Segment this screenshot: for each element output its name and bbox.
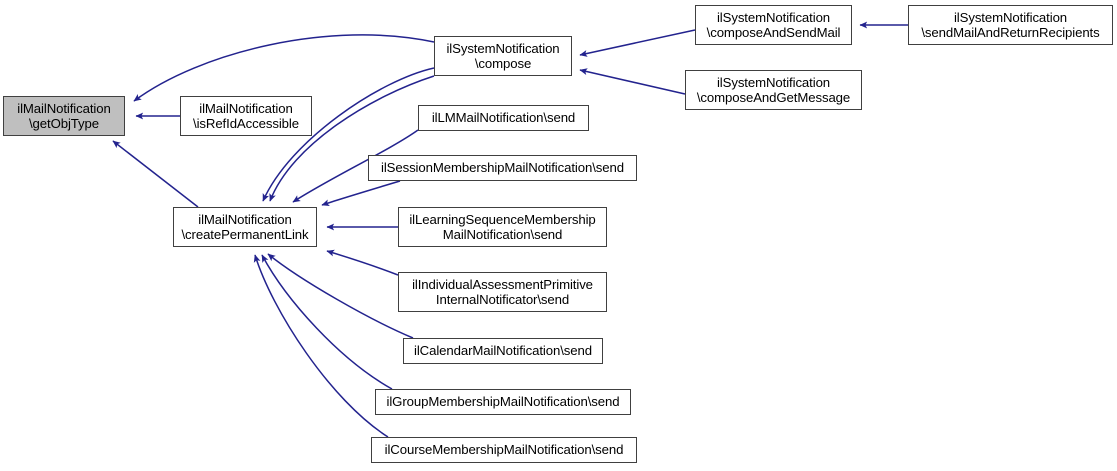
graph-edge-groupMembershipSend-to-createPermanentLink xyxy=(261,254,393,390)
graph-node-individualAssessmentSend[interactable]: ilIndividualAssessmentPrimitive Internal… xyxy=(398,272,607,312)
graph-node-label: ilMailNotification \getObjType xyxy=(17,100,111,132)
graph-node-isRefIdAccessible[interactable]: ilMailNotification \isRefIdAccessible xyxy=(180,96,312,136)
graph-edge-compose-to-createPermanentLink xyxy=(269,75,435,202)
graph-node-label: ilGroupMembershipMailNotification\send xyxy=(386,394,620,410)
graph-node-label: ilMailNotification \isRefIdAccessible xyxy=(193,100,299,132)
graph-node-composeAndGetMessage[interactable]: ilSystemNotification \composeAndGetMessa… xyxy=(685,70,862,110)
graph-node-label: ilSystemNotification \composeAndSendMail xyxy=(706,9,841,41)
graph-node-label: ilCalendarMailNotification\send xyxy=(414,343,592,359)
graph-node-label: ilIndividualAssessmentPrimitive Internal… xyxy=(412,276,593,308)
graph-node-getObjType[interactable]: ilMailNotification \getObjType xyxy=(3,96,125,136)
graph-node-label: ilSystemNotification \sendMailAndReturnR… xyxy=(921,9,1100,41)
graph-node-lmMailSend[interactable]: ilLMMailNotification\send xyxy=(418,105,589,131)
graph-node-label: ilSessionMembershipMailNotification\send xyxy=(380,160,624,176)
graph-node-learningSequenceSend[interactable]: ilLearningSequenceMembership MailNotific… xyxy=(398,207,607,247)
graph-edge-sessionMembershipSend-to-createPermanentLink xyxy=(321,180,401,206)
graph-node-label: ilLearningSequenceMembership MailNotific… xyxy=(409,211,596,243)
graph-node-label: ilLMMailNotification\send xyxy=(431,110,576,126)
graph-node-label: ilSystemNotification \compose xyxy=(446,40,560,72)
graph-node-label: ilSystemNotification \composeAndGetMessa… xyxy=(696,74,851,106)
graph-node-label: ilMailNotification \createPermanentLink xyxy=(181,211,309,243)
graph-edge-composeAndSendMail-to-compose xyxy=(579,29,696,57)
graph-node-composeAndSendMail[interactable]: ilSystemNotification \composeAndSendMail xyxy=(695,5,852,45)
graph-edge-calendarSend-to-createPermanentLink xyxy=(267,253,414,339)
graph-node-groupMembershipSend[interactable]: ilGroupMembershipMailNotification\send xyxy=(375,389,631,415)
graph-node-createPermanentLink[interactable]: ilMailNotification \createPermanentLink xyxy=(173,207,317,247)
graph-node-compose[interactable]: ilSystemNotification \compose xyxy=(434,36,572,76)
graph-edge-courseMembershipSend-to-createPermanentLink xyxy=(253,254,389,438)
graph-edge-compose-to-getObjType xyxy=(133,34,435,102)
graph-node-sessionMembershipSend[interactable]: ilSessionMembershipMailNotification\send xyxy=(368,155,637,181)
graph-node-label: ilCourseMembershipMailNotification\send xyxy=(384,442,624,458)
graph-edge-individualAssessmentSend-to-createPermanentLink xyxy=(326,249,399,276)
graph-edge-composeAndGetMessage-to-compose xyxy=(579,68,686,95)
graph-edge-createPermanentLink-to-getObjType xyxy=(112,140,199,208)
graph-node-courseMembershipSend[interactable]: ilCourseMembershipMailNotification\send xyxy=(371,437,637,463)
graph-node-sendMailAndReturnRecipients[interactable]: ilSystemNotification \sendMailAndReturnR… xyxy=(908,5,1113,45)
graph-node-calendarSend[interactable]: ilCalendarMailNotification\send xyxy=(403,338,603,364)
